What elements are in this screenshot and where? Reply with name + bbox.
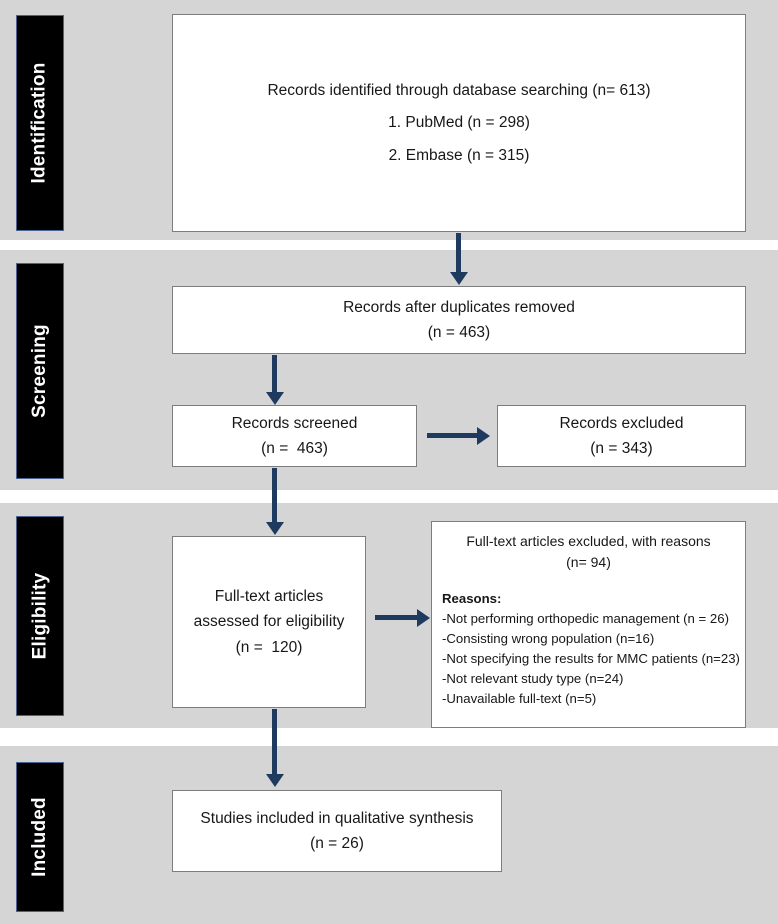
studies-included-label: Studies included in qualitative synthesi…	[200, 809, 474, 827]
fulltext-assessed-line1: Full-text articles	[214, 588, 324, 606]
records-identified-pubmed: 1. PubMed (n = 298)	[388, 114, 530, 132]
records-excluded-label: Records excluded	[559, 414, 684, 432]
fulltext-excluded-count: (n= 94)	[566, 554, 611, 570]
stage-label-identification-text: Identification	[29, 62, 50, 184]
box-records-after-duplicates-removed: Records after duplicates removed (n = 46…	[172, 286, 746, 354]
box-studies-included: Studies included in qualitative synthesi…	[172, 790, 502, 872]
fulltext-excluded-header: Full-text articles excluded, with reason…	[466, 533, 711, 549]
stage-label-included-text: Included	[29, 797, 50, 877]
records-excluded-count: (n = 343)	[590, 440, 653, 457]
studies-included-count: (n = 26)	[310, 835, 364, 852]
reason-item-5: -Unavailable full-text (n=5)	[442, 691, 597, 707]
records-identified-embase: 2. Embase (n = 315)	[388, 146, 530, 164]
box-fulltext-excluded-with-reasons: Full-text articles excluded, with reason…	[431, 521, 746, 728]
records-identified-line1: Records identified through database sear…	[267, 82, 651, 100]
reason-item-2: -Consisting wrong population (n=16)	[442, 631, 655, 647]
duplicates-removed-label: Records after duplicates removed	[343, 298, 575, 316]
duplicates-removed-count: (n = 463)	[427, 324, 491, 341]
reason-item-1: -Not performing orthopedic management (n…	[442, 611, 729, 627]
stage-label-eligibility-text: Eligibility	[29, 572, 50, 660]
fulltext-assessed-line2: assessed for eligibility	[193, 613, 345, 631]
stage-label-identification: Identification	[16, 15, 64, 231]
box-fulltext-assessed: Full-text articles assessed for eligibil…	[172, 536, 366, 708]
box-records-excluded: Records excluded (n = 343)	[497, 405, 746, 467]
box-records-screened: Records screened (n = 463)	[172, 405, 417, 467]
box-records-identified: Records identified through database sear…	[172, 14, 746, 232]
reason-item-3: -Not specifying the results for MMC pati…	[442, 651, 740, 667]
records-screened-label: Records screened	[231, 414, 358, 432]
fulltext-assessed-count: (n = 120)	[235, 638, 303, 656]
stage-label-eligibility: Eligibility	[16, 516, 64, 716]
reason-item-4: -Not relevant study type (n=24)	[442, 671, 624, 687]
stage-label-screening-text: Screening	[29, 324, 51, 418]
reasons-title: Reasons:	[442, 591, 502, 606]
stage-label-included: Included	[16, 762, 64, 912]
stage-label-screening: Screening	[16, 263, 64, 479]
records-screened-count: (n = 463)	[261, 440, 328, 457]
